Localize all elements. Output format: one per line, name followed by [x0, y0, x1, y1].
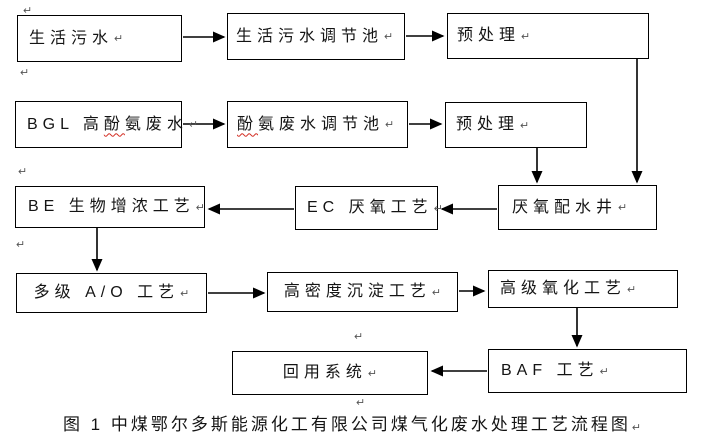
- paragraph-mark-icon: ↵: [16, 239, 26, 251]
- paragraph-mark-icon: ↵: [599, 365, 609, 378]
- node-reuse-system: 回用系统↵: [232, 351, 428, 395]
- node-pretreatment-mid-label: 预处理: [456, 116, 520, 133]
- node-pretreatment-mid: 预处理↵: [445, 102, 587, 148]
- paragraph-mark-icon: ↵: [195, 201, 206, 214]
- node-domestic-sewage: 生活污水↵: [17, 15, 182, 62]
- paragraph-mark-icon: ↵: [367, 367, 378, 380]
- paragraph-mark-icon: ↵: [521, 30, 531, 43]
- node-bgl-wastewater-label-pre: BGL 高: [27, 115, 104, 133]
- paragraph-mark-icon: ↵: [356, 397, 366, 409]
- node-ec-anaerobic: EC 厌氧工艺↵: [295, 186, 443, 230]
- node-phenol-ammonia-tank-label-post: 氨废水调节池: [258, 115, 385, 133]
- paragraph-mark-icon: ↵: [20, 67, 30, 79]
- node-phenol-ammonia-tank: 酚氨废水调节池↵: [227, 101, 408, 148]
- node-ec-anaerobic-label: EC 厌氧工艺: [307, 199, 433, 216]
- node-baf-process-label: BAF 工艺: [501, 362, 599, 379]
- paragraph-mark-icon: ↵: [354, 331, 364, 343]
- paragraph-mark-icon: ↵: [631, 422, 642, 434]
- node-bgl-wastewater-label-post: 氨废水: [124, 115, 188, 133]
- node-baf-process: BAF 工艺↵: [488, 349, 687, 393]
- paragraph-mark-icon: ↵: [180, 287, 190, 300]
- paragraph-mark-icon: ↵: [520, 119, 530, 132]
- node-pretreatment-top: 预处理↵: [447, 13, 649, 59]
- paragraph-mark-icon: ↵: [627, 283, 637, 296]
- node-high-density-sedimentation: 高密度沉淀工艺↵: [267, 272, 458, 312]
- paragraph-mark-icon: ↵: [188, 119, 199, 131]
- node-be-bio-enrichment: BE 生物增浓工艺↵: [15, 186, 205, 228]
- node-high-density-sedimentation-label: 高密度沉淀工艺: [283, 283, 431, 300]
- figure-caption: 图 1 中煤鄂尔多斯能源化工有限公司煤气化废水处理工艺流程图↵: [0, 410, 704, 435]
- paragraph-mark-icon: ↵: [114, 33, 124, 45]
- node-domestic-sewage-tank: 生活污水调节池↵: [227, 13, 405, 60]
- node-be-bio-enrichment-label: BE 生物增浓工艺: [28, 198, 195, 215]
- node-advanced-oxidation: 高级氧化工艺↵: [488, 270, 678, 308]
- node-bgl-wastewater: BGL 高酚氨废水↵: [15, 101, 198, 148]
- node-domestic-sewage-tank-label: 生活污水调节池: [236, 27, 384, 45]
- node-anaerobic-distribution-well: 厌氧配水井↵: [498, 185, 657, 230]
- paragraph-mark-icon: ↵: [384, 31, 394, 43]
- node-anaerobic-distribution-well-label: 厌氧配水井: [512, 198, 618, 216]
- node-pretreatment-top-label: 预处理: [457, 27, 521, 44]
- paragraph-mark-icon: ↵: [618, 202, 628, 214]
- node-multistage-ao: 多级 A/O 工艺↵: [16, 273, 207, 313]
- node-reuse-system-label: 回用系统: [282, 364, 367, 381]
- paragraph-mark-icon: ↵: [431, 286, 442, 299]
- paragraph-mark-icon: ↵: [433, 202, 443, 215]
- node-bgl-wastewater-label-misspelled: 酚: [103, 115, 125, 133]
- paragraph-mark-icon: ↵: [23, 5, 33, 17]
- node-multistage-ao-label: 多级 A/O 工艺: [33, 284, 180, 301]
- node-advanced-oxidation-label: 高级氧化工艺: [500, 280, 627, 297]
- node-phenol-ammonia-tank-label-misspelled: 酚: [237, 115, 259, 133]
- node-domestic-sewage-label: 生活污水: [29, 29, 114, 47]
- figure-caption-text: 图 1 中煤鄂尔多斯能源化工有限公司煤气化废水处理工艺流程图: [62, 415, 631, 434]
- paragraph-mark-icon: ↵: [18, 166, 28, 178]
- paragraph-mark-icon: ↵: [385, 119, 395, 131]
